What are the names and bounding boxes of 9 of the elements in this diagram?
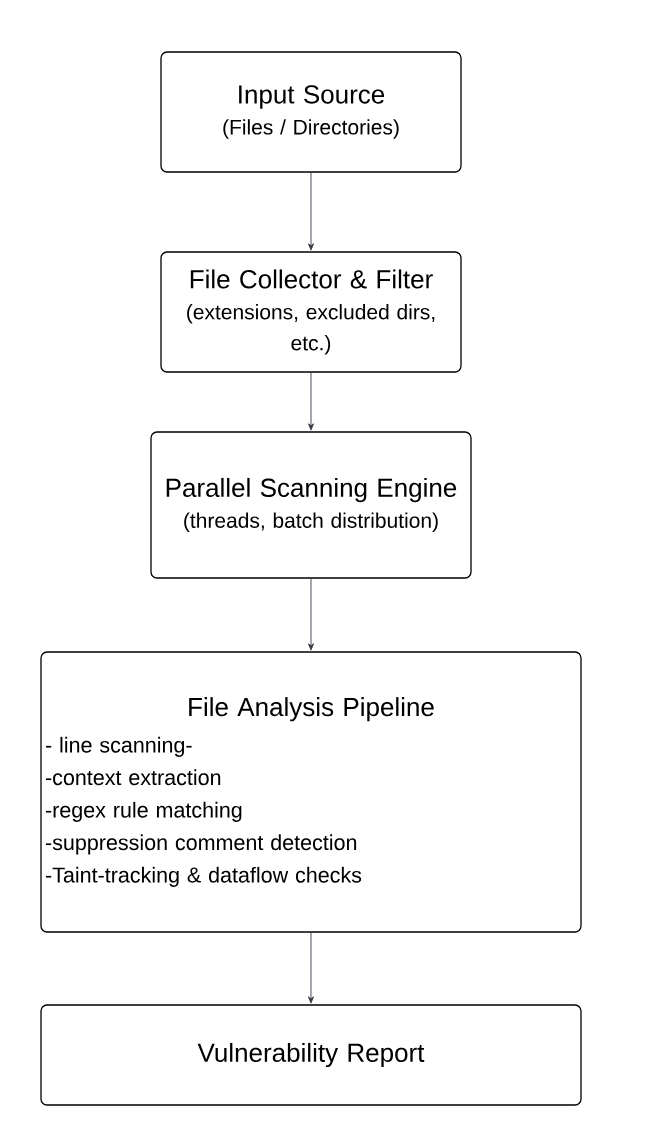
process-box: Vulnerability Report <box>40 1004 582 1106</box>
process-box: File Analysis Pipeline - line scanning- -context extraction -regex rule matching -suppression comment detection -Taint-tracking & dataflow checks <box>40 651 582 933</box>
process-box: Parallel Scanning Engine (threads, batch distribution) <box>150 431 472 579</box>
arrow <box>308 172 314 251</box>
process-box: Input Source (Files / Directories) <box>160 51 462 173</box>
arrow <box>308 578 314 651</box>
arrow <box>308 932 314 1004</box>
process-box: File Collector & Filter (extensions, excluded dirs, etc.) <box>160 251 462 373</box>
arrow <box>308 372 314 431</box>
